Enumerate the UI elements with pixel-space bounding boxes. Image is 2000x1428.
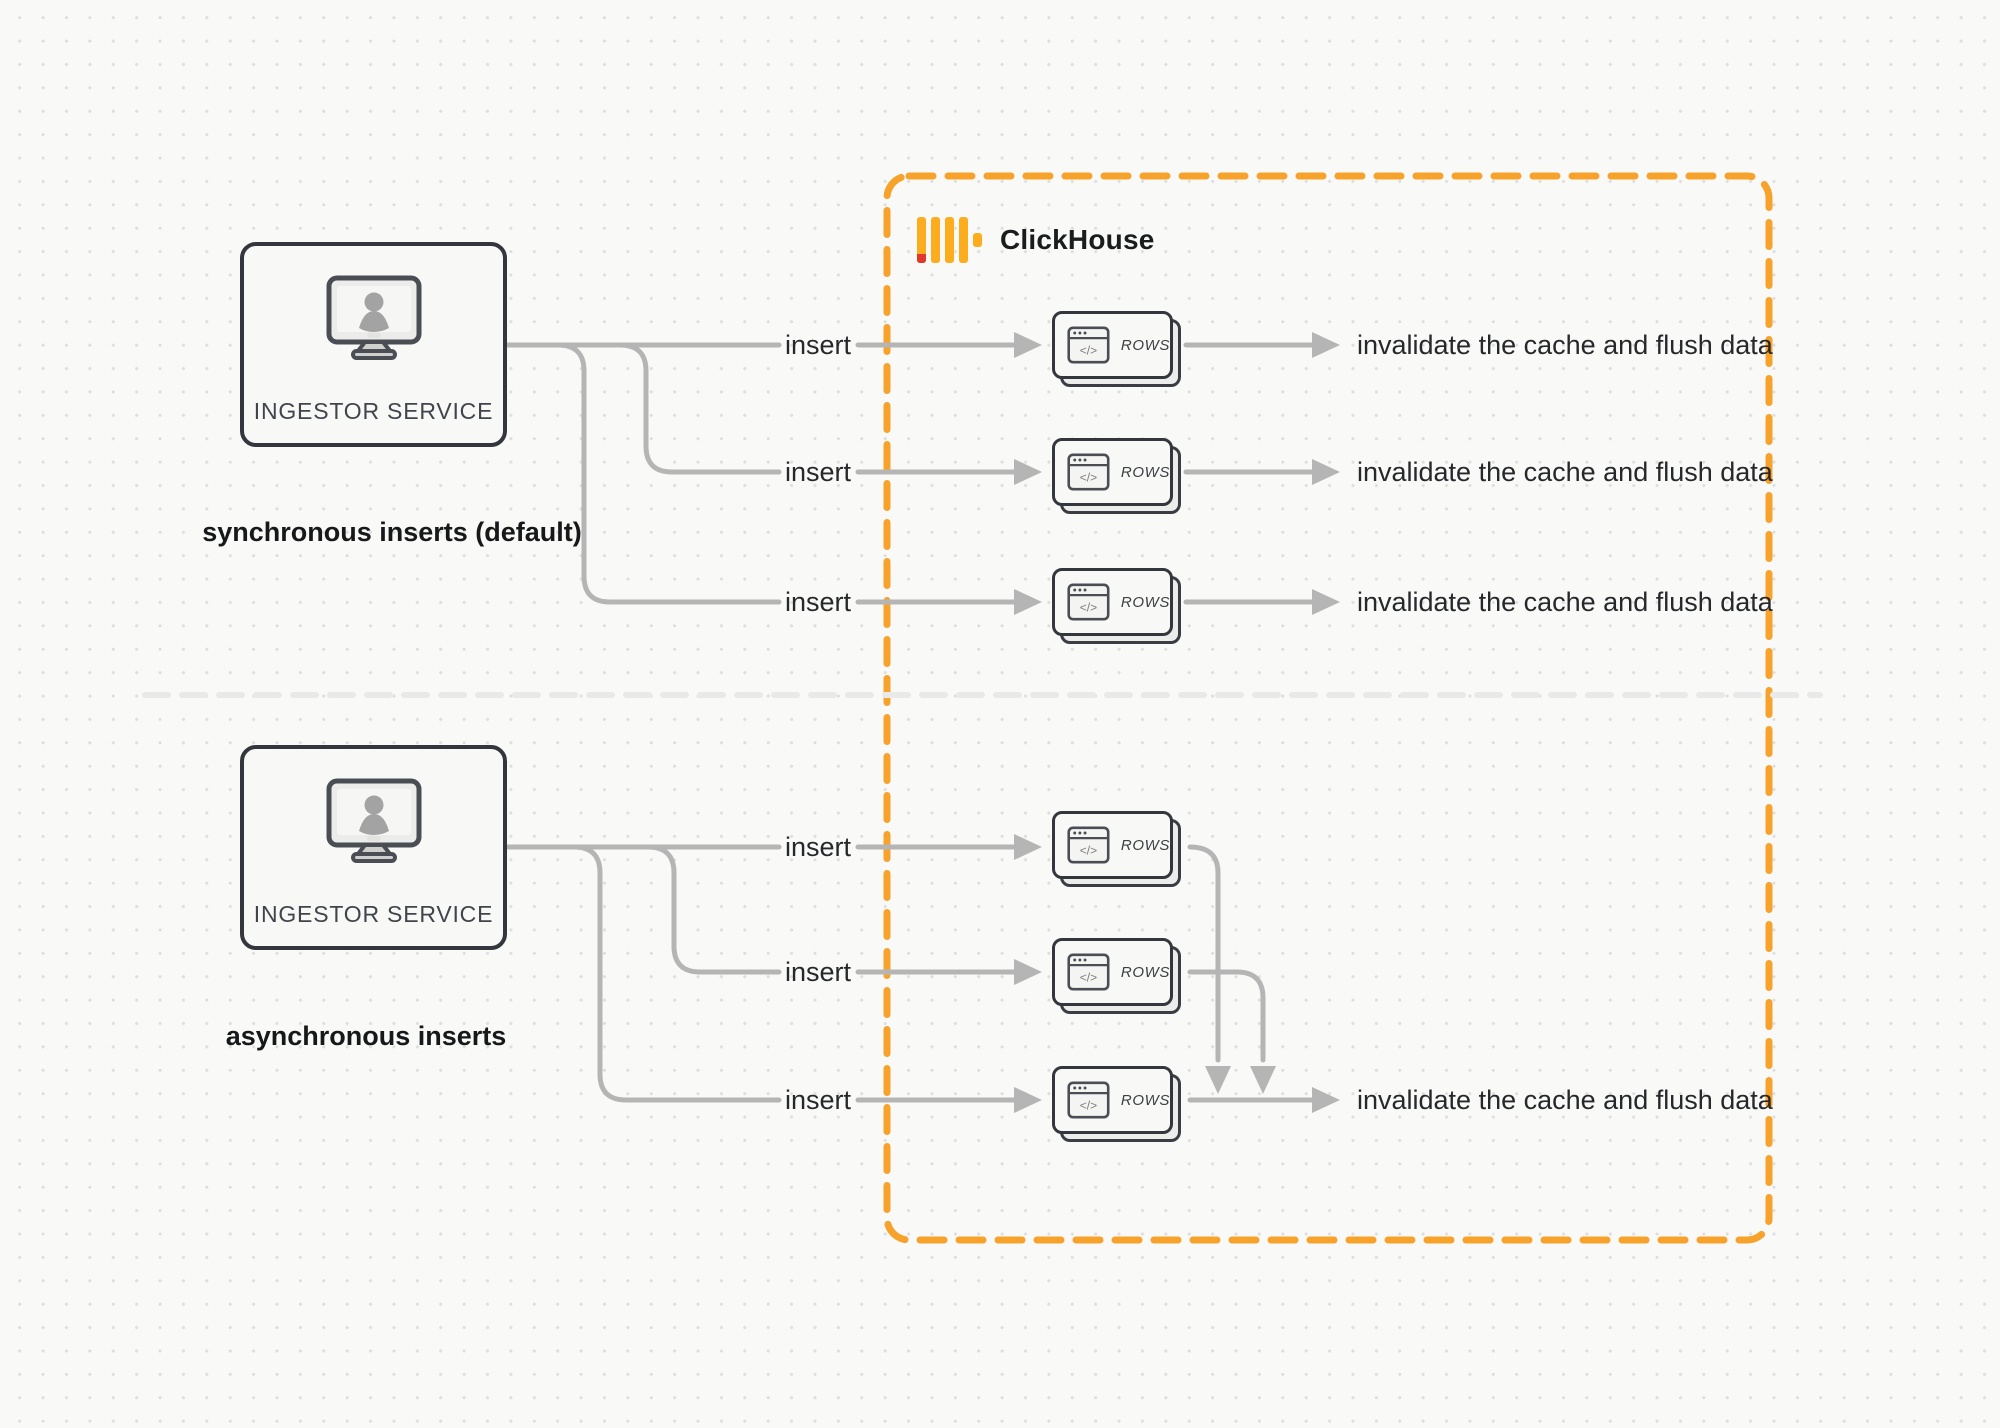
insert-label: insert [784,457,852,487]
insert-label: insert [784,1085,852,1115]
code-window-icon: </> [1067,1081,1110,1119]
ingestor-box-async: INGESTOR SERVICE [240,745,507,950]
rows-card-stack: </> ROWS [1052,311,1181,387]
clickhouse-dashed-border [883,172,1773,1244]
rows-label: ROWS [1120,1091,1170,1109]
caption-sync: synchronous inserts (default) [202,517,582,547]
logo-bar [931,217,940,263]
rows-card: </> ROWS [1052,438,1173,506]
code-glyph: </> [1080,343,1097,357]
monitor-user-icon [326,778,421,863]
logo-bar [917,217,926,263]
logo-bar [959,217,968,263]
rows-card: </> ROWS [1052,311,1173,379]
arrowheads [1014,332,1340,1113]
clickhouse-header: ClickHouse [917,214,1155,266]
caption-async: asynchronous inserts [225,1021,507,1051]
rows-card-stack: </> ROWS [1052,938,1181,1014]
clickhouse-label: ClickHouse [1000,224,1155,255]
monitor-user-icon [326,275,421,360]
code-glyph: </> [1080,470,1097,484]
rows-card-stack: </> ROWS [1052,438,1181,514]
code-window-icon: </> [1067,826,1110,864]
logo-red-tip [917,254,926,263]
rows-card-stack: </> ROWS [1052,568,1181,644]
code-glyph: </> [1080,843,1097,857]
code-window-icon: </> [1067,583,1110,621]
code-window-icon: </> [1067,453,1110,491]
rows-label: ROWS [1120,463,1170,481]
rows-label: ROWS [1120,336,1170,354]
rows-label: ROWS [1120,836,1170,854]
rows-card-stack: </> ROWS [1052,811,1181,887]
rows-label: ROWS [1120,593,1170,611]
ingestor-box-sync: INGESTOR SERVICE [240,242,507,447]
ingestor-label: INGESTOR SERVICE [253,398,494,424]
insert-label: insert [784,330,852,360]
rows-card: </> ROWS [1052,811,1173,879]
rows-card: </> ROWS [1052,1066,1173,1134]
rows-card-stack: </> ROWS [1052,1066,1181,1142]
logo-bar [945,217,954,263]
rows-label: ROWS [1120,963,1170,981]
insert-label: insert [784,587,852,617]
code-window-icon: </> [1067,953,1110,991]
logo-bar-short [973,233,982,247]
code-glyph: </> [1080,970,1097,984]
outcome-label: invalidate the cache and flush data [1357,1085,1773,1115]
outcome-label: invalidate the cache and flush data [1357,587,1773,617]
clickhouse-logo-icon [917,217,982,263]
rows-card: </> ROWS [1052,568,1173,636]
outcome-label: invalidate the cache and flush data [1357,457,1773,487]
connector-lines [505,342,1317,1103]
code-glyph: </> [1080,600,1097,614]
code-window-icon: </> [1067,326,1110,364]
rows-card: </> ROWS [1052,938,1173,1006]
insert-label: insert [784,832,852,862]
code-glyph: </> [1080,1098,1097,1112]
outcome-label: invalidate the cache and flush data [1357,330,1773,360]
ingestor-label: INGESTOR SERVICE [253,901,494,927]
insert-label: insert [784,957,852,987]
